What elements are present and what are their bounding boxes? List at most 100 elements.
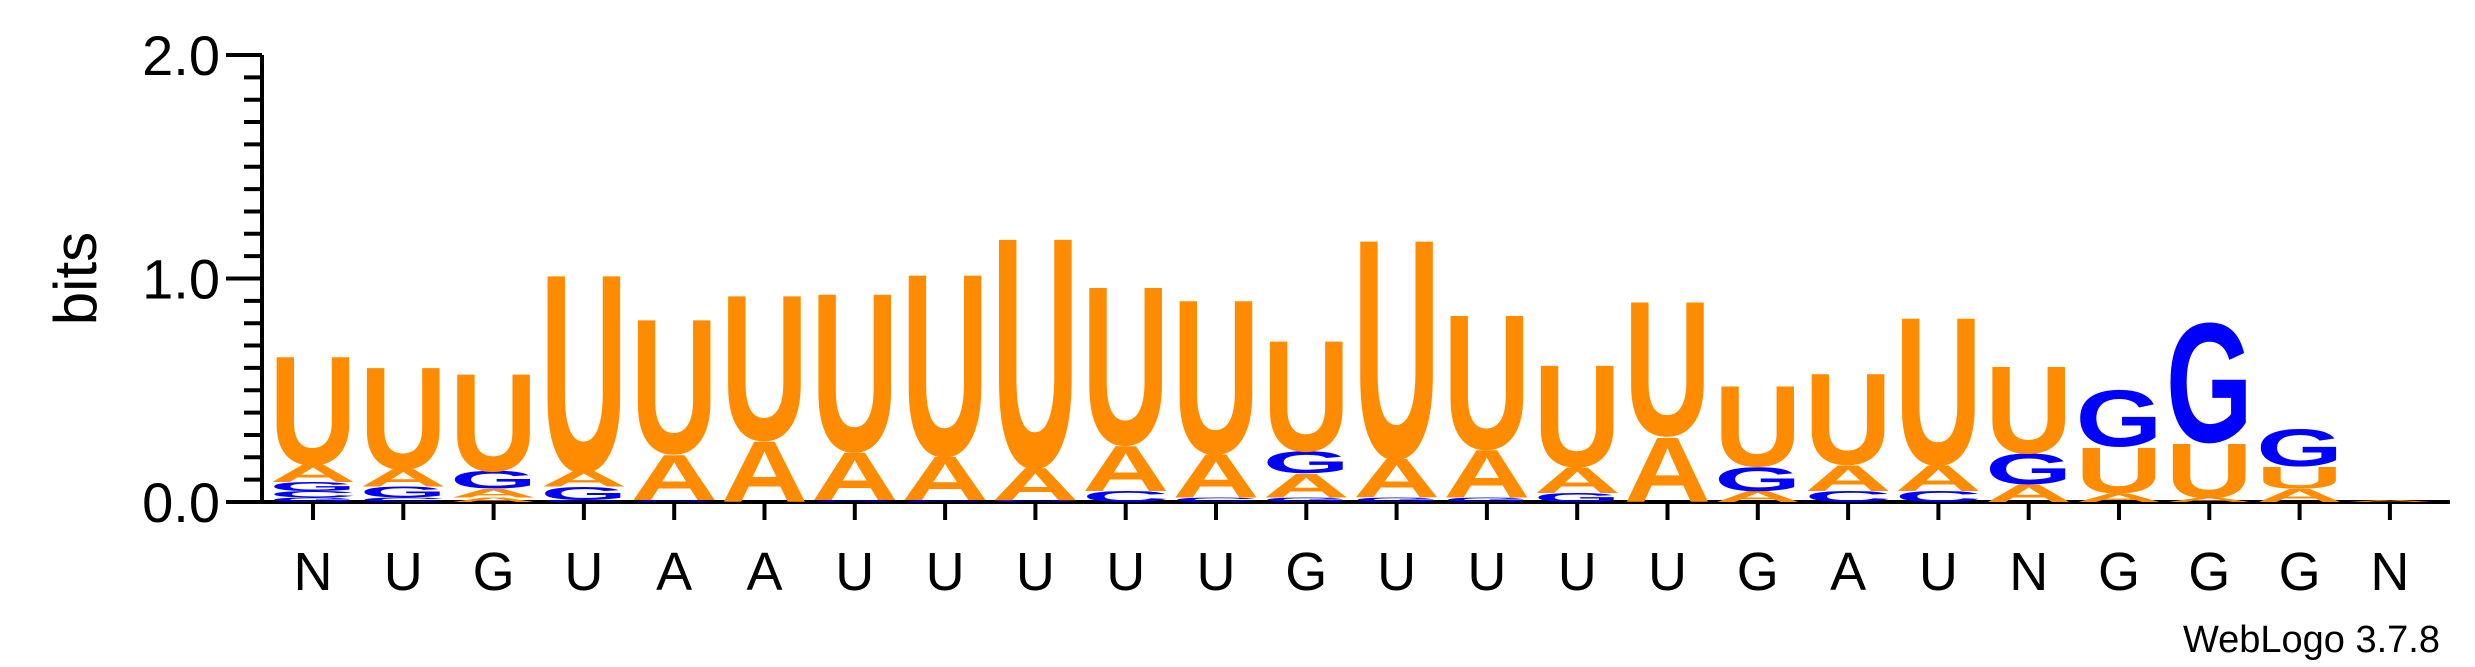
logo-letter-c: C — [1172, 496, 1259, 503]
logo-letter-u: U — [1804, 346, 1891, 492]
x-tick-label: G — [2279, 542, 2321, 602]
logo-letter-u: U — [1985, 340, 2072, 479]
logo-letter-a: A — [1263, 467, 1350, 505]
x-tick-label: U — [1377, 542, 1416, 602]
x-tick-label: A — [1830, 542, 1866, 602]
logo-letter-g: G — [541, 483, 628, 504]
logo-letter-u: U — [2075, 434, 2162, 507]
logo-letter-g: G — [2076, 373, 2163, 463]
logo-letter-a: A — [360, 464, 447, 492]
y-tick-label: 2.0 — [142, 24, 220, 87]
logo-letter-c: C — [901, 499, 988, 502]
logo-letter-u: U — [450, 344, 537, 500]
logo-letter-u: U — [360, 338, 447, 500]
logo-letter-a: A — [811, 438, 898, 515]
logo-letter-u: U — [1895, 274, 1982, 510]
x-tick-label: G — [2098, 542, 2140, 602]
logo-letter-u: U — [1263, 308, 1350, 484]
x-tick-label: U — [1919, 542, 1958, 602]
logo-letter-a: A — [540, 467, 627, 491]
logo-letter-a: A — [1804, 457, 1891, 499]
y-tick-label: 0.0 — [142, 471, 220, 534]
logo-letter-u: U — [2256, 460, 2343, 495]
logo-letter-u: U — [269, 325, 356, 498]
logo-letter-u: U — [631, 280, 718, 494]
logo-letter-g: G — [811, 499, 898, 502]
logo-letter-a: A — [269, 460, 356, 488]
y-tick-label: 1.0 — [142, 248, 220, 311]
x-tick-label: G — [2188, 542, 2230, 602]
logo-letter-u: U — [1443, 276, 1530, 490]
logo-letter-u: U — [1624, 262, 1711, 476]
logo-letter-c: C — [1895, 488, 1982, 505]
logo-letter-c: C — [1804, 488, 1891, 505]
logo-letter-g: G — [1985, 445, 2072, 494]
logo-letter-u: U — [1534, 336, 1621, 498]
logo-letter-g: G — [360, 483, 447, 500]
logo-letter-a: A — [1172, 442, 1259, 511]
logo-letter-u: U — [1353, 175, 1440, 525]
logo-letter-g: G — [992, 499, 1079, 502]
logo-letter-g: G — [1714, 460, 1801, 498]
logo-letter-a: A — [1714, 488, 1801, 505]
x-tick-label: G — [1285, 542, 1327, 602]
logo-letter-a: A — [450, 496, 537, 503]
logo-letter-g: G — [450, 466, 537, 494]
logo-letter-g: G — [1353, 496, 1440, 503]
x-tick-label: U — [384, 542, 423, 602]
x-tick-label: G — [1737, 542, 1779, 602]
logo-letter-g: G — [2166, 287, 2253, 479]
logo-letter-a: A — [721, 424, 808, 521]
logo-letter-g: G — [270, 480, 357, 494]
logo-letter-a: A — [450, 486, 537, 500]
logo-letter-g: G — [270, 496, 357, 503]
logo-letter-a: A — [992, 458, 1079, 510]
logo-letter-a: A — [1985, 480, 2072, 508]
logo-letter-g: G — [631, 499, 718, 502]
logo-letter-g: G — [1444, 496, 1531, 503]
logo-letter-a: A — [1895, 457, 1982, 499]
logo-letter-u: U — [721, 252, 808, 484]
logo-letter-c: C — [540, 499, 627, 502]
logo-letter-u: U — [2166, 427, 2253, 514]
logo-letter-a: A — [2075, 491, 2162, 505]
y-axis-label: bits — [42, 232, 109, 325]
logo-letter-a: A — [1353, 447, 1440, 509]
logo-letter-g: G — [1534, 491, 1621, 505]
x-tick-label: N — [294, 542, 333, 602]
logo-letter-u: U — [901, 220, 988, 511]
logo-letter-a: A — [1082, 432, 1169, 505]
logo-letter-a: A — [1624, 417, 1711, 521]
x-tick-label: U — [1558, 542, 1597, 602]
x-tick-label: U — [564, 542, 603, 602]
x-tick-label: U — [926, 542, 965, 602]
logo-letter-u: U — [811, 247, 898, 499]
logo-letter-u: U — [1082, 240, 1169, 492]
logo-letter-g: G — [1263, 496, 1350, 503]
x-tick-label: U — [1467, 542, 1506, 602]
x-tick-label: N — [2370, 542, 2409, 602]
logo-letter-g: G — [1263, 445, 1350, 480]
x-tick-label: A — [746, 542, 782, 602]
logo-letter-u: U — [992, 169, 1079, 537]
x-tick-label: U — [1197, 542, 1236, 602]
logo-letter-a: A — [2256, 485, 2343, 506]
logo-letter-a: A — [1534, 459, 1621, 501]
logo-letter-a: A — [1443, 436, 1530, 513]
weblogo-credit: WebLogo 3.7.8 — [2183, 619, 2440, 661]
x-tick-label: A — [656, 542, 692, 602]
logo-letter-g: G — [2256, 419, 2343, 478]
logo-letter-a: A — [631, 441, 718, 514]
x-tick-label: U — [1648, 542, 1687, 602]
logo-letter-a: A — [901, 444, 988, 513]
x-tick-label: G — [473, 542, 515, 602]
x-tick-label: U — [835, 542, 874, 602]
logo-letter-c: C — [360, 496, 447, 503]
x-tick-label: U — [1106, 542, 1145, 602]
logo-letter-c: C — [269, 489, 356, 499]
logo-letter-c: C — [1082, 488, 1169, 505]
logo-letter-a: A — [2166, 496, 2253, 503]
